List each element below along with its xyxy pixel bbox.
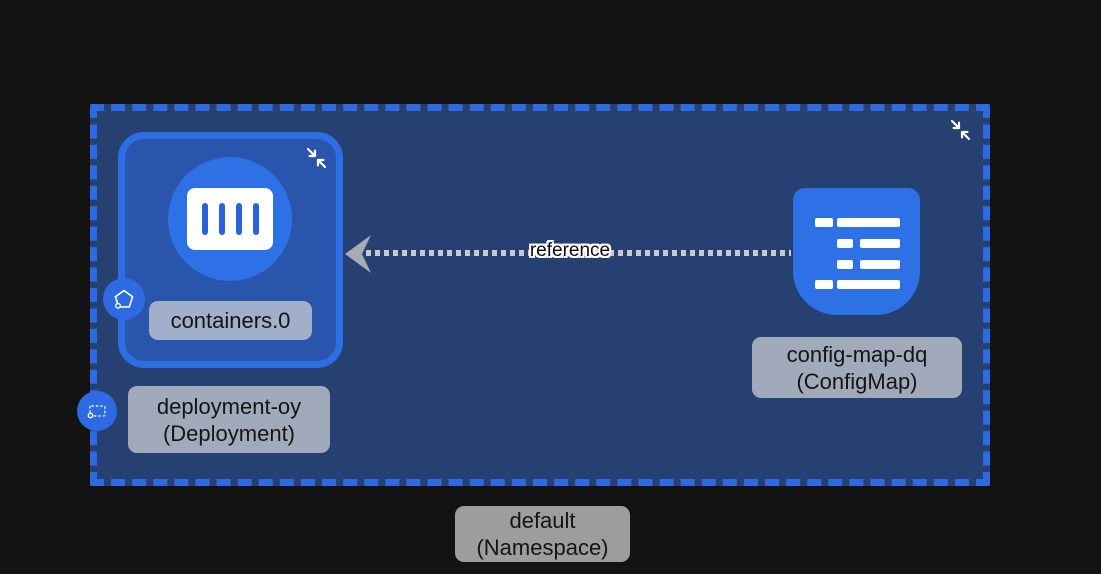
pentagon-icon: [114, 289, 134, 309]
configmap-list-icon: [815, 218, 900, 289]
containers-label-text: containers.0: [170, 308, 291, 333]
collapse-arrows-icon[interactable]: [949, 119, 971, 141]
configmap-label: config-map-dq (ConfigMap): [752, 337, 962, 398]
deployment-kind: (Deployment): [162, 420, 296, 446]
deployment-name: deployment-oy: [156, 393, 302, 419]
namespace-name: default: [509, 508, 576, 533]
configmap-name: config-map-dq: [786, 341, 928, 367]
pod-badge[interactable]: [103, 278, 145, 320]
container-circle[interactable]: [168, 157, 292, 281]
namespace-group-default[interactable]: containers.0 deployment-oy (Deployment): [77, 104, 990, 486]
container-icon: [187, 188, 273, 250]
namespace-badge[interactable]: [77, 391, 117, 431]
deployment-node[interactable]: containers.0: [103, 132, 343, 368]
deployment-label: deployment-oy (Deployment): [128, 386, 330, 453]
namespace-label: default (Namespace): [455, 506, 630, 562]
containers-label: containers.0: [149, 301, 312, 340]
collapse-arrows-icon[interactable]: [305, 147, 327, 169]
arrowhead-left-icon: [345, 235, 371, 273]
dashed-rect-icon: [87, 405, 106, 419]
configmap-node[interactable]: [793, 188, 920, 315]
reference-edge[interactable]: [366, 250, 791, 256]
configmap-kind: (ConfigMap): [796, 368, 918, 394]
edge-label: reference: [529, 240, 611, 261]
namespace-kind: (Namespace): [476, 535, 609, 560]
